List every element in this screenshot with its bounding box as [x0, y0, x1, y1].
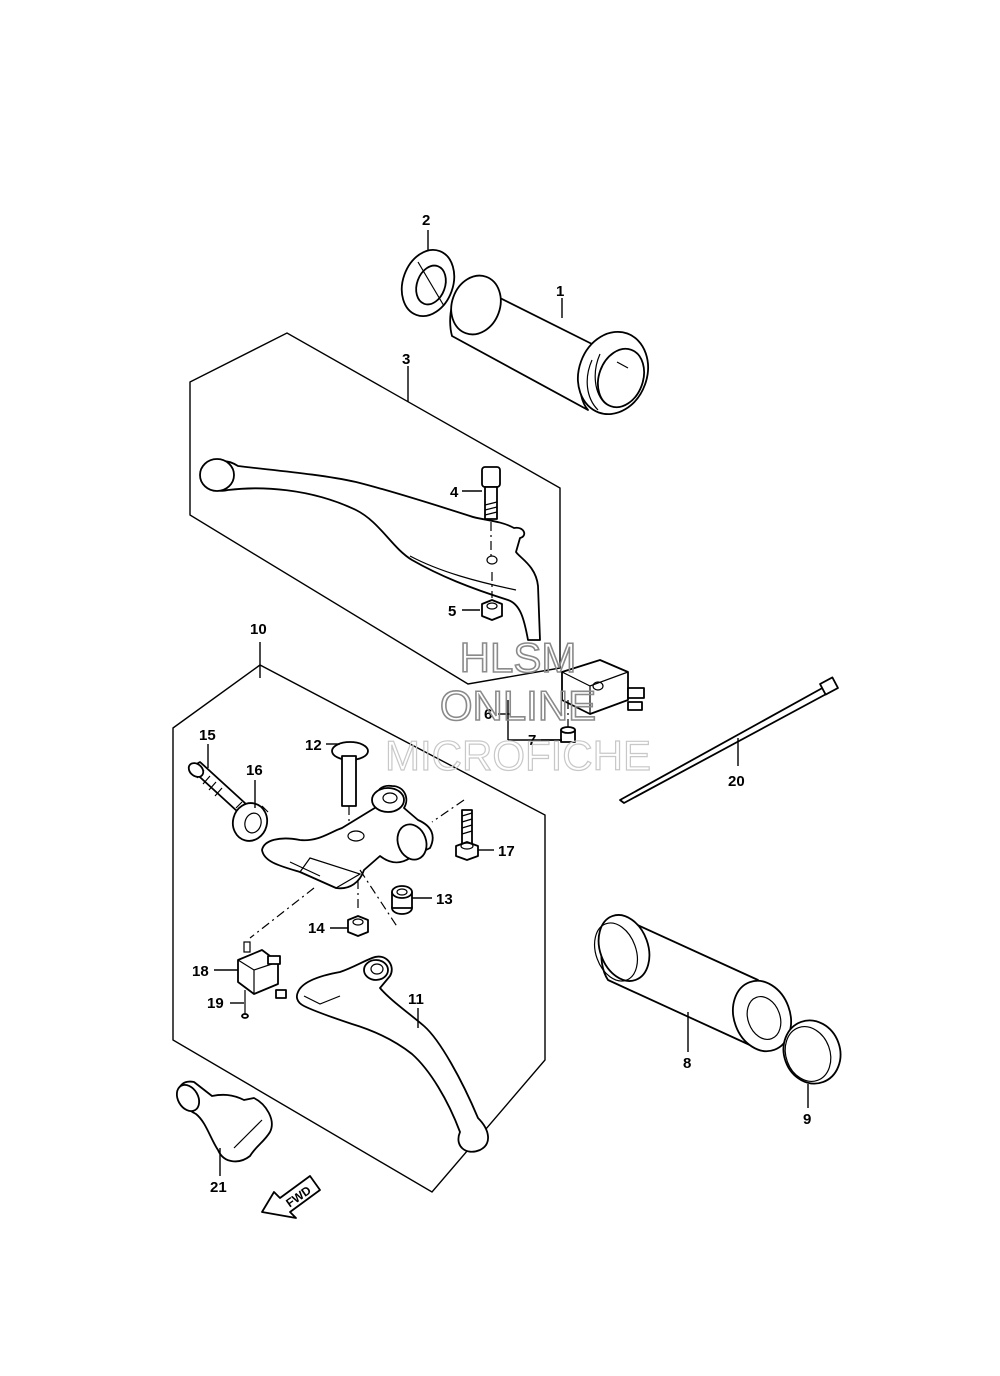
callout-7: 7: [528, 732, 536, 749]
watermark-line-2: ONLINE: [440, 682, 596, 729]
callout-8: 8: [683, 1055, 691, 1072]
part-19-screw: [241, 990, 249, 1019]
callout-18: 18: [192, 963, 209, 980]
leader-lines: [207, 230, 809, 1176]
callout-4: 4: [450, 484, 459, 501]
callout-9: 9: [803, 1111, 811, 1128]
part-6-switch: [561, 659, 645, 715]
fwd-arrow-icon: FWD: [261, 1175, 321, 1219]
part-9-bar-end-cap: [782, 1019, 842, 1085]
callout-5: 5: [448, 603, 456, 620]
callout-12: 12: [305, 737, 322, 754]
part-15-adjuster-bolt: [187, 761, 247, 813]
group-box-upper: [189, 332, 561, 685]
part-8-grip: [593, 914, 792, 1053]
callout-21: 21: [210, 1179, 227, 1196]
part-2-bar-end-ring: [400, 249, 456, 317]
part-3-brake-lever: [199, 458, 541, 641]
part-4-pivot-bolt: [481, 466, 501, 560]
callout-3: 3: [402, 351, 410, 368]
watermark-line-3: MICROFICHE: [385, 732, 651, 779]
callout-13: 13: [436, 891, 453, 908]
callout-11: 11: [408, 991, 424, 1008]
part-10-clutch-lever-holder: [261, 784, 434, 890]
callout-6: 6: [484, 706, 492, 723]
part-5-nut: [481, 572, 503, 621]
callout-numbers: 2 1 3 4 5 10 6 7 15 12 16 20 17 13 14 18…: [192, 212, 811, 1196]
watermark: HLSM ONLINE MICROFICHE: [384, 633, 651, 779]
callout-14: 14: [308, 920, 325, 937]
part-14-nut: [347, 915, 369, 937]
callout-20: 20: [728, 773, 745, 790]
part-12-pivot-pin: [331, 741, 369, 850]
part-21-lever-cover: [175, 1080, 273, 1163]
callout-16: 16: [246, 762, 263, 779]
part-7-screw: [560, 700, 576, 743]
callout-2: 2: [422, 212, 430, 229]
part-17-bolt: [455, 809, 479, 861]
callout-1: 1: [556, 283, 564, 300]
part-1-throttle-grip: [449, 274, 649, 416]
watermark-line-1: HLSM: [460, 634, 577, 681]
callout-15: 15: [199, 727, 216, 744]
part-11-clutch-lever: [296, 955, 489, 1153]
callout-10: 10: [250, 621, 267, 638]
callout-19: 19: [207, 995, 224, 1012]
part-13-collar: [391, 885, 413, 915]
callout-17: 17: [498, 843, 515, 860]
part-18-clutch-switch: [237, 941, 287, 999]
assembly-lines-lower: [249, 799, 465, 939]
part-20-cable-tie: [619, 676, 839, 804]
